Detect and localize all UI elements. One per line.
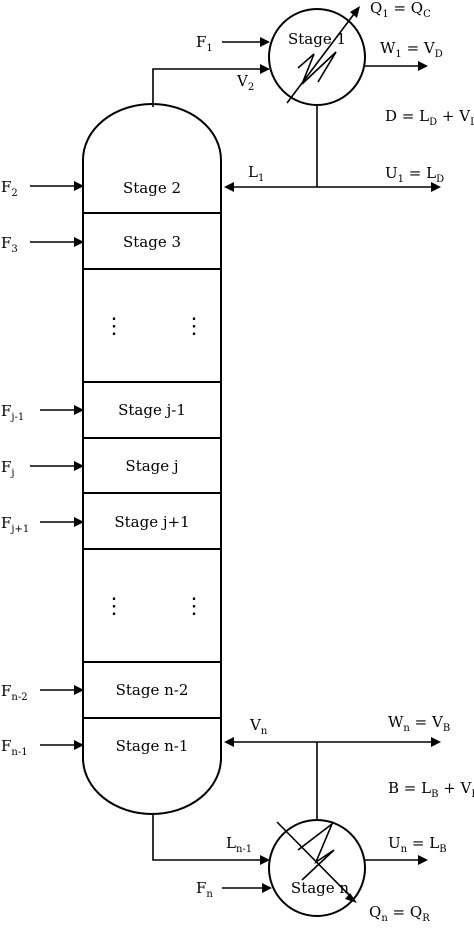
eq-un-label: Un = LB bbox=[388, 834, 447, 855]
bottoms-liquid-line bbox=[152, 814, 264, 861]
stage-j-1-label: Stage j-1 bbox=[118, 401, 186, 419]
stage-n-1-label: Stage n-1 bbox=[116, 737, 189, 755]
condenser-heat-arrow bbox=[286, 9, 358, 104]
feed-f1-label: F1 bbox=[196, 33, 213, 54]
feed-fj-label: Fj bbox=[1, 458, 15, 479]
stream-vn-label: Vn bbox=[249, 716, 268, 737]
stage-j-plus-1-label: Stage j+1 bbox=[114, 513, 189, 531]
eq-q1-label: Q1 = QC bbox=[370, 0, 431, 20]
feed-fn-label: Fn bbox=[196, 879, 213, 900]
feed-f2-label: F2 bbox=[1, 178, 18, 199]
stream-v2-label: V2 bbox=[236, 72, 254, 93]
ellipsis-lower-right: ⋮ bbox=[183, 594, 205, 619]
reboiler-coil bbox=[297, 821, 335, 881]
side-feed-arrows bbox=[30, 181, 84, 750]
column-shell bbox=[82, 103, 222, 815]
reboiler-vessel bbox=[268, 819, 366, 917]
eq-b-label: B = LB + VB bbox=[388, 779, 474, 800]
feed-fj-1-label: Fj-1 bbox=[1, 402, 24, 423]
condenser-heat-arrowhead bbox=[350, 6, 360, 18]
vapor-v2-line bbox=[152, 68, 264, 107]
feed-fn-1-label: Fn-1 bbox=[1, 737, 28, 758]
ellipsis-lower-left: ⋮ bbox=[103, 594, 125, 619]
feed-fj+1-label: Fj+1 bbox=[1, 514, 29, 535]
feed-fn-2-label: Fn-2 bbox=[1, 682, 28, 703]
stage-2-label: Stage 2 bbox=[123, 179, 181, 197]
ellipsis-upper-right: ⋮ bbox=[183, 314, 205, 339]
eq-d-label: D = LD + VD bbox=[385, 107, 474, 128]
stage-n-label: Stage n bbox=[291, 879, 349, 897]
eq-qn-label: Qn = QR bbox=[369, 903, 430, 924]
stream-l1-label: L1 bbox=[248, 163, 264, 184]
ellipsis-upper-left: ⋮ bbox=[103, 314, 125, 339]
stage-3-label: Stage 3 bbox=[123, 233, 181, 251]
eq-wn-label: Wn = VB bbox=[388, 713, 450, 734]
condenser-coil bbox=[297, 51, 337, 85]
eq-u1-label: U1 = LD bbox=[385, 164, 444, 185]
stream-ln-1-label: Ln-1 bbox=[226, 834, 252, 855]
stage-j-label: Stage j bbox=[125, 457, 178, 475]
tray-lines bbox=[83, 212, 221, 719]
reboiler-heat-arrowhead bbox=[345, 893, 357, 903]
eq-w1-label: W1 = VD bbox=[380, 39, 443, 60]
condenser-vessel bbox=[268, 8, 366, 106]
reboiler-heat-arrow bbox=[276, 821, 353, 899]
stage-1-label: Stage 1 bbox=[288, 30, 346, 48]
feed-f3-label: F3 bbox=[1, 234, 18, 255]
stage-n-2-label: Stage n-2 bbox=[116, 681, 189, 699]
